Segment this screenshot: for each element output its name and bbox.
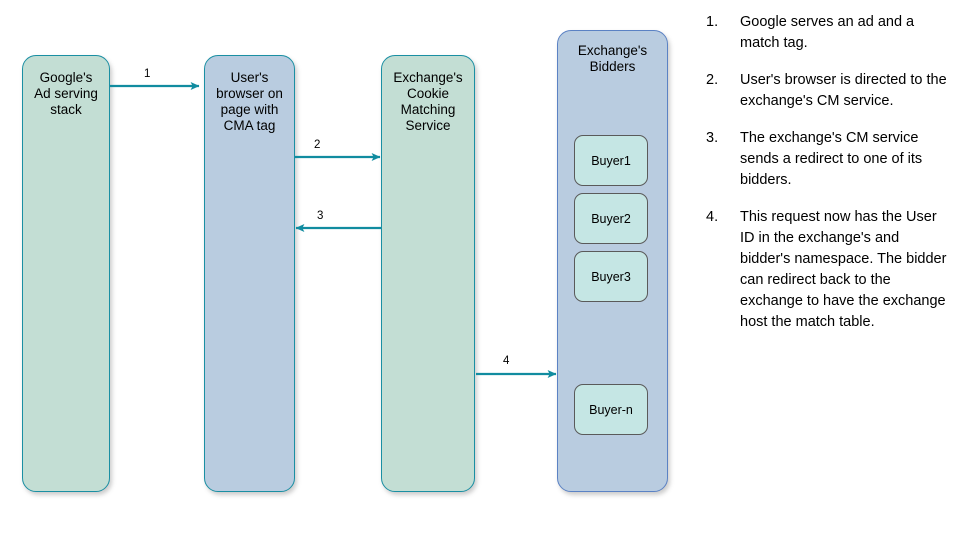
buyer-box-n[interactable]: Buyer-n	[574, 384, 648, 435]
list-item: 1. Google serves an ad and a match tag.	[706, 12, 950, 54]
list-item: 3. The exchange's CM service sends a red…	[706, 128, 950, 191]
lane-exchange-cookie-matching-service[interactable]: Exchange's Cookie Matching Service	[381, 55, 475, 492]
step-text: This request now has the User ID in the …	[740, 209, 947, 330]
buyer-label: Buyer2	[591, 211, 631, 226]
step-number: 1.	[706, 14, 719, 30]
buyer-box-3[interactable]: Buyer3	[574, 251, 648, 302]
step-number: 3.	[706, 130, 719, 146]
step-text: User's browser is directed to the exchan…	[740, 72, 947, 109]
lane-title: Exchange's Cookie Matching Service	[393, 70, 463, 133]
arrow-label-4: 4	[503, 355, 510, 367]
buyer-label: Buyer-n	[589, 402, 633, 417]
list-item: 4. This request now has the User ID in t…	[706, 207, 950, 333]
lane-user-browser[interactable]: User's browser on page with CMA tag	[204, 55, 295, 492]
lane-google-ad-serving-stack[interactable]: Google's Ad serving stack	[22, 55, 110, 492]
step-text: Google serves an ad and a match tag.	[740, 14, 915, 51]
buyer-label: Buyer1	[591, 153, 631, 168]
arrow-label-3: 3	[317, 210, 324, 222]
steps-list: 1. Google serves an ad and a match tag. …	[706, 12, 950, 349]
step-number: 2.	[706, 72, 719, 88]
arrow-label-2: 2	[314, 139, 321, 151]
lane-title: Exchange's Bidders	[577, 43, 648, 74]
list-item: 2. User's browser is directed to the exc…	[706, 70, 950, 112]
lane-title: User's browser on page with CMA tag	[216, 70, 283, 133]
buyer-box-1[interactable]: Buyer1	[574, 135, 648, 186]
buyer-box-2[interactable]: Buyer2	[574, 193, 648, 244]
arrow-label-1: 1	[144, 68, 151, 80]
lane-title: Google's Ad serving stack	[34, 70, 98, 117]
step-number: 4.	[706, 209, 719, 225]
step-text: The exchange's CM service sends a redire…	[740, 130, 923, 188]
buyer-label: Buyer3	[591, 269, 631, 284]
